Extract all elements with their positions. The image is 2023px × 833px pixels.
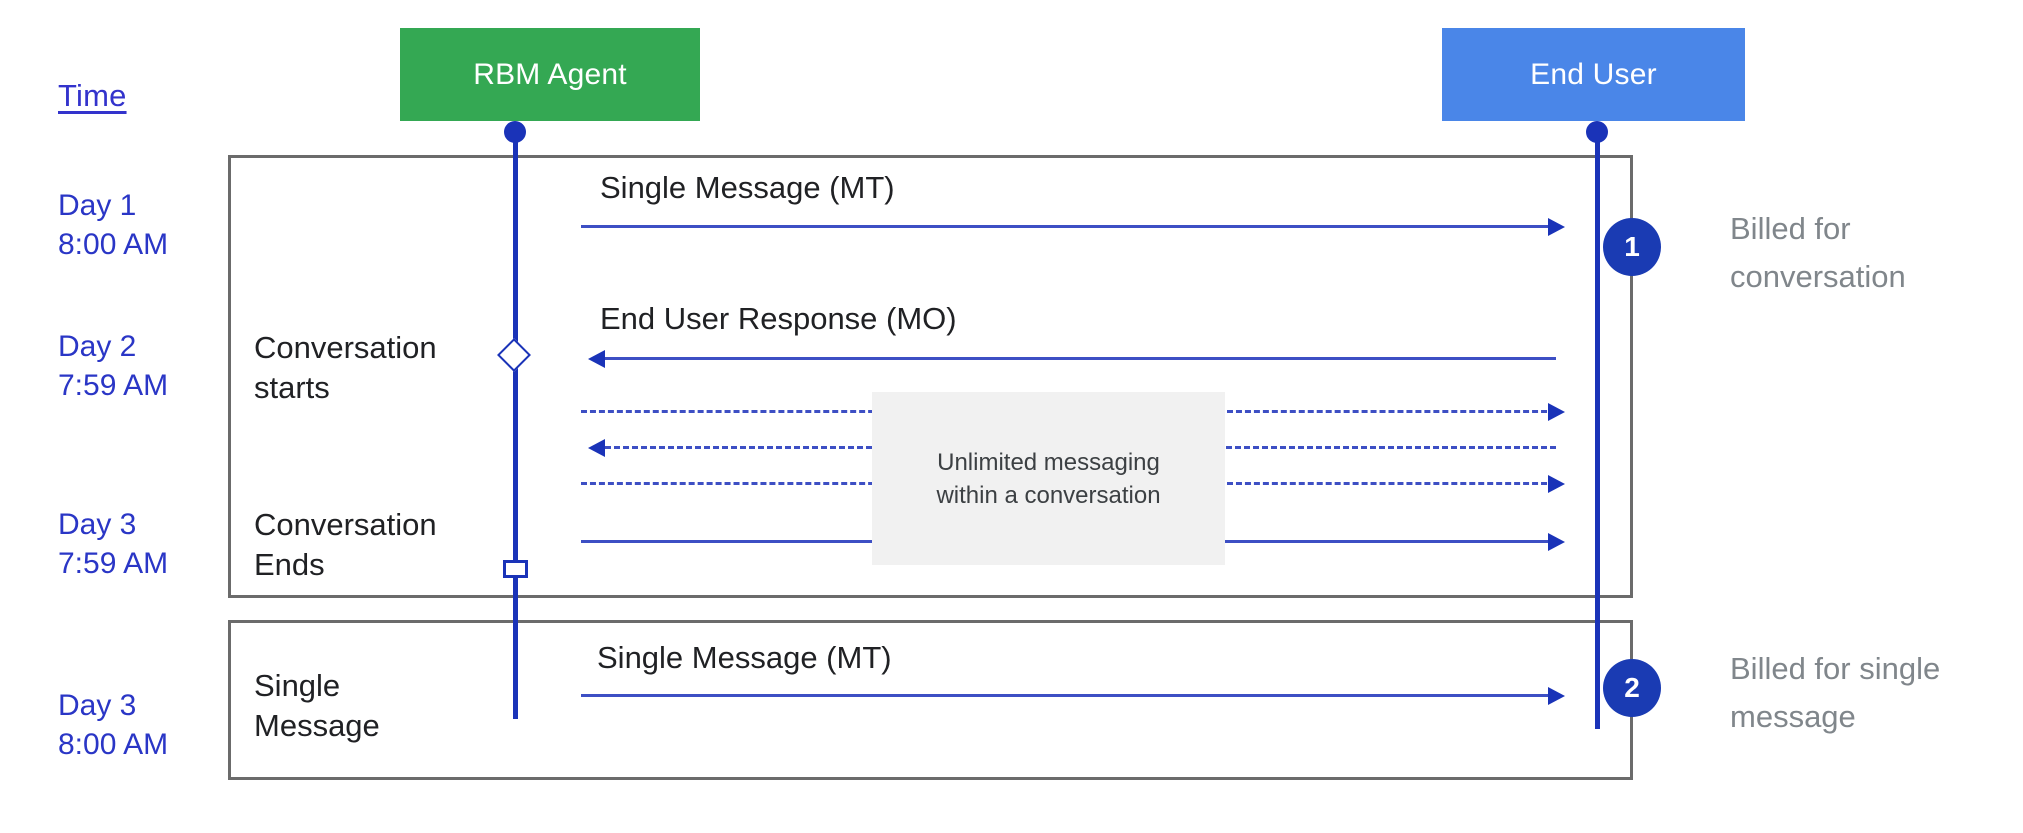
stage-label-line2: Message	[254, 708, 380, 743]
stage-label-line2: Ends	[254, 547, 325, 582]
message-arrow-head-right-6	[1548, 533, 1565, 551]
annotation-line2: conversation	[1730, 259, 1906, 294]
annotation-line1: Billed for single	[1730, 651, 1941, 686]
time-stamp-day: Day 3	[58, 508, 137, 541]
stage-label-line2: starts	[254, 370, 330, 405]
time-stamp-day: Day 2	[58, 330, 137, 363]
annotation-billed-for-single-message: Billed for single message	[1730, 645, 1940, 741]
status-badge-1: 1	[1603, 218, 1661, 276]
single-message-panel	[228, 620, 1633, 780]
lifeline-rbm-agent	[513, 130, 518, 719]
message-label-end-user-response-mo: End User Response (MO)	[600, 301, 957, 336]
time-column-header: Time	[58, 78, 127, 113]
stage-label-single-message: Single Message	[254, 666, 380, 746]
time-stamp-time: 7:59 AM	[58, 369, 169, 402]
message-arrow-line-7	[581, 694, 1556, 697]
actor-end-user[interactable]: End User	[1442, 28, 1745, 121]
time-stamp-time: 8:00 AM	[58, 228, 169, 261]
status-badge-1-label: 1	[1624, 231, 1640, 262]
time-stamp-day3-end: Day 3 7:59 AM	[58, 505, 168, 583]
actor-rbm-agent-label: RBM Agent	[473, 57, 627, 91]
status-badge-2-label: 2	[1624, 672, 1640, 703]
actor-end-user-label: End User	[1530, 57, 1657, 91]
message-arrow-head-left-4	[588, 439, 605, 457]
annotation-line2: message	[1730, 699, 1856, 734]
time-stamp-day3-single: Day 3 8:00 AM	[58, 686, 168, 764]
message-arrow-head-right-5	[1548, 475, 1565, 493]
stage-label-conversation-ends: Conversation Ends	[254, 505, 437, 585]
conversation-panel	[228, 155, 1633, 598]
annotation-billed-for-conversation: Billed for conversation	[1730, 205, 1906, 301]
time-stamp-time: 8:00 AM	[58, 728, 169, 761]
stage-label-line1: Conversation	[254, 330, 437, 365]
time-stamp-day: Day 1	[58, 189, 137, 222]
conversation-end-square-icon	[503, 560, 528, 578]
actor-rbm-agent[interactable]: RBM Agent	[400, 28, 700, 121]
stage-label-line1: Single	[254, 668, 341, 703]
time-stamp-day1: Day 1 8:00 AM	[58, 186, 168, 264]
time-stamp-time: 7:59 AM	[58, 547, 169, 580]
message-arrow-head-right-3	[1548, 403, 1565, 421]
lifeline-end-user	[1595, 130, 1600, 729]
time-stamp-day2: Day 2 7:59 AM	[58, 327, 168, 405]
message-arrow-head-left-2	[588, 350, 605, 368]
stage-label-line1: Conversation	[254, 507, 437, 542]
message-arrow-line-2	[605, 357, 1556, 360]
stage-label-conversation-starts: Conversation starts	[254, 328, 437, 408]
time-stamp-day: Day 3	[58, 689, 137, 722]
note-unlimited-messaging: Unlimited messaging within a conversatio…	[872, 392, 1225, 565]
message-label-single-message-mt-1: Single Message (MT)	[600, 170, 895, 205]
message-arrow-head-right-1	[1548, 218, 1565, 236]
message-arrow-line-1	[581, 225, 1556, 228]
message-label-single-message-mt-2: Single Message (MT)	[597, 640, 892, 675]
status-badge-2: 2	[1603, 659, 1661, 717]
message-arrow-head-right-7	[1548, 687, 1565, 705]
note-line1: Unlimited messaging	[937, 448, 1160, 476]
annotation-line1: Billed for	[1730, 211, 1851, 246]
note-line2: within a conversation	[936, 481, 1161, 509]
